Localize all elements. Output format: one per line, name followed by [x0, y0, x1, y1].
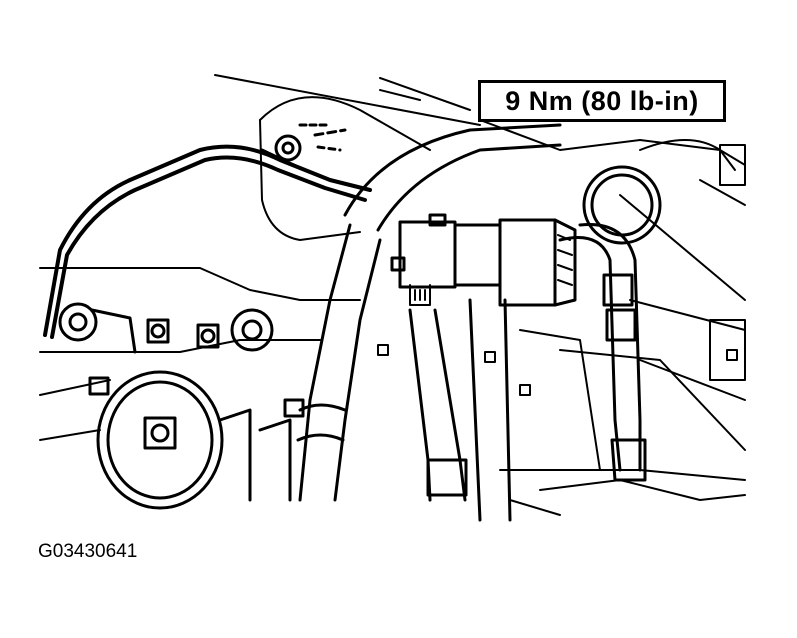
lower-hose	[408, 298, 512, 522]
mounting-bolts	[58, 302, 305, 418]
ground-bolt	[260, 123, 347, 170]
pulley	[96, 370, 292, 510]
coolant-hose	[558, 165, 662, 482]
figure-id: G03430641	[38, 541, 138, 562]
connector-block	[390, 213, 577, 307]
main-tube	[296, 123, 562, 502]
fasteners	[377, 344, 738, 396]
background-structure	[39, 74, 746, 516]
torque-callout: 9 Nm (80 lb-in)	[478, 80, 726, 122]
wiring-harness	[43, 144, 372, 339]
